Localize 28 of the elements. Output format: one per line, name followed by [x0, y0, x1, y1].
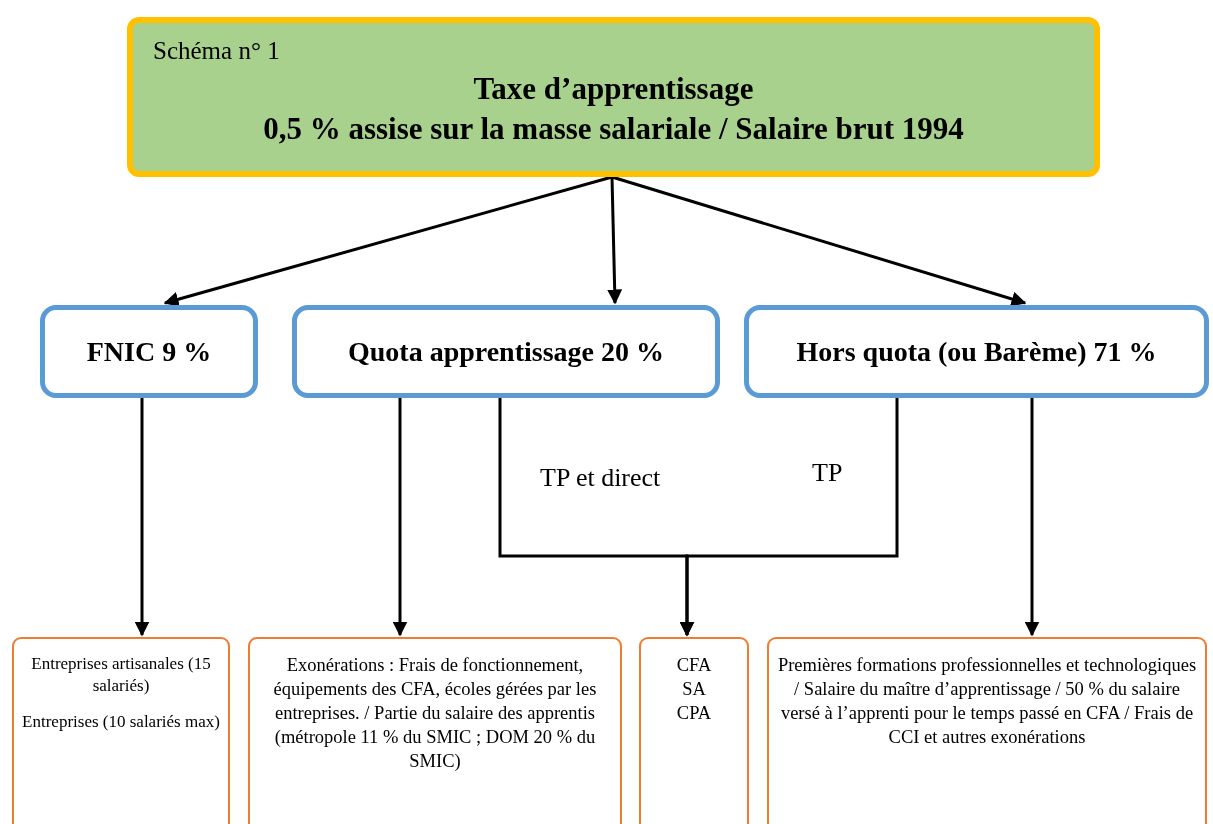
beneficiary-box [248, 637, 622, 824]
beneficiary-text: Exonérations : Frais de fonctionnement, équipements des CFA, écoles gérées par les entreprises. / Partie du salaire des apprentis (métropole 11 % du SMIC ; DOM 20 % du SMIC) [272, 654, 598, 774]
beneficiary-box [12, 637, 230, 824]
beneficiary-text: Premières formations professionnelles et technologiques / Salaire du maître d’apprentissage / 50 % du salaire versé à l’apprenti pour le temps passé en CFA / Frais de CCI et autres exonérations [776, 654, 1198, 750]
arrow [392, 398, 408, 637]
beneficiary-text: CFA [675, 654, 713, 677]
node-heading: Taxe d’apprentissage [473, 70, 754, 108]
category-box [744, 305, 1209, 398]
diagram-number: Schéma n° 1 [153, 37, 280, 65]
category-label: Quota apprentissage 20 % [347, 335, 665, 368]
arrow [1024, 398, 1040, 637]
beneficiary-box [639, 637, 749, 824]
category-label: Hors quota (ou Barème) 71 % [796, 335, 1157, 368]
arrow [611, 175, 1027, 307]
beneficiary-text: SA [681, 678, 707, 702]
arrow [679, 398, 899, 637]
category-box [40, 305, 258, 398]
node-heading: 0,5 % assise sur la masse salariale / Salaire brut 1994 [263, 110, 964, 149]
arrow [607, 176, 623, 305]
category-box [292, 305, 720, 398]
category-label: FNIC 9 % [86, 335, 212, 368]
beneficiary-box [767, 637, 1207, 824]
beneficiary-text: Entreprises artisanales (15 salariés) [30, 653, 212, 698]
arrow [134, 398, 150, 637]
beneficiary-text: Entreprises (10 salariés max) [21, 711, 221, 734]
beneficiary-text: CPA [675, 702, 713, 726]
arrow [163, 175, 613, 307]
title-box [127, 17, 1100, 177]
